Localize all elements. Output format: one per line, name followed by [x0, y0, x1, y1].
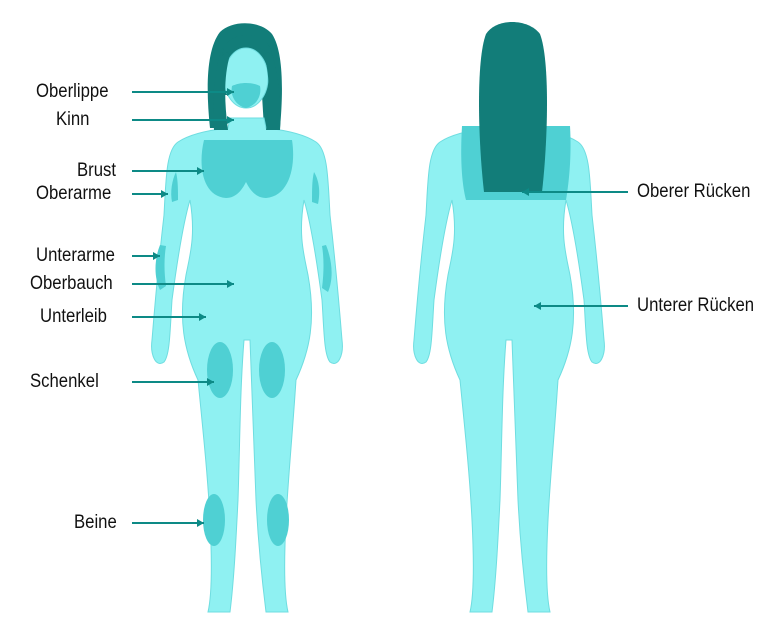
label-oberer-ruecken: Oberer Rücken: [637, 181, 750, 203]
zone-bein-right: [267, 494, 289, 546]
label-unterarme: Unterarme: [36, 245, 115, 267]
back-hair: [479, 22, 547, 192]
label-unterleib: Unterleib: [40, 306, 107, 328]
label-kinn: Kinn: [56, 109, 89, 131]
back-figure: [414, 22, 605, 612]
label-brust: Brust: [77, 160, 116, 182]
label-schenkel: Schenkel: [30, 371, 99, 393]
label-oberbauch: Oberbauch: [30, 273, 113, 295]
label-oberlippe: Oberlippe: [36, 81, 109, 103]
arrowhead: [197, 519, 204, 527]
label-beine: Beine: [74, 512, 117, 534]
label-oberarme: Oberarme: [36, 183, 111, 205]
zone-schenkel-left: [207, 342, 233, 398]
zone-schenkel-right: [259, 342, 285, 398]
label-unterer-ruecken: Unterer Rücken: [637, 295, 754, 317]
zone-bein-left: [203, 494, 225, 546]
